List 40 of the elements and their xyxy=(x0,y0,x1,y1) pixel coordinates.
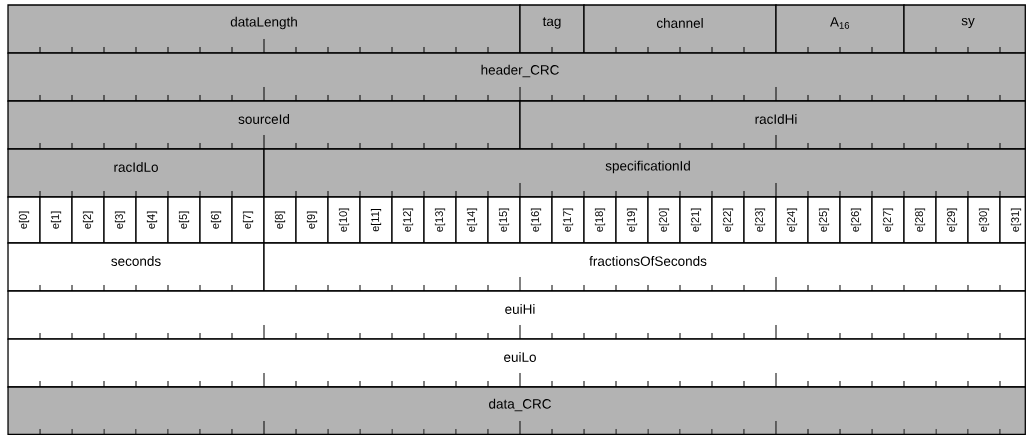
bit-cell: e[14] xyxy=(455,196,489,244)
bit-cell: e[16] xyxy=(519,196,553,244)
bit-cell: e[6] xyxy=(199,196,233,244)
bit-cell: e[11] xyxy=(359,196,393,244)
bit-cell: e[1] xyxy=(39,196,73,244)
field-cell: sourceId xyxy=(7,100,521,150)
bit-cell: e[29] xyxy=(935,196,969,244)
bit-cell: e[3] xyxy=(103,196,137,244)
bit-cell: e[23] xyxy=(743,196,777,244)
field-cell: racIdLo xyxy=(7,148,265,198)
bit-cell: e[26] xyxy=(839,196,873,244)
bit-cell: e[18] xyxy=(583,196,617,244)
bit-cell: e[5] xyxy=(167,196,201,244)
bit-cell: e[30] xyxy=(967,196,1001,244)
bit-cell: e[8] xyxy=(263,196,297,244)
bit-cell: e[31] xyxy=(999,196,1026,244)
bit-cell: e[12] xyxy=(391,196,425,244)
bit-cell: e[13] xyxy=(423,196,457,244)
bit-cell: e[25] xyxy=(807,196,841,244)
bit-cell: e[27] xyxy=(871,196,905,244)
bit-cell: e[28] xyxy=(903,196,937,244)
field-cell: sy xyxy=(903,4,1026,54)
bit-cell: e[21] xyxy=(679,196,713,244)
field-cell: racIdHi xyxy=(519,100,1026,150)
bit-cell: e[2] xyxy=(71,196,105,244)
bit-cell: e[24] xyxy=(775,196,809,244)
bit-cell: e[4] xyxy=(135,196,169,244)
field-cell: euiLo xyxy=(7,338,1026,388)
field-cell: data_CRC xyxy=(7,386,1026,435)
bit-cell: e[9] xyxy=(295,196,329,244)
bit-cell: e[20] xyxy=(647,196,681,244)
field-cell: A$_{16}$ xyxy=(775,4,905,54)
bit-cell: e[22] xyxy=(711,196,745,244)
bit-cell: e[7] xyxy=(231,196,265,244)
bit-cell: e[17] xyxy=(551,196,585,244)
bit-cell: e[10] xyxy=(327,196,361,244)
bit-cell: e[0] xyxy=(7,196,41,244)
bit-cell: e[19] xyxy=(615,196,649,244)
bit-cell: e[15] xyxy=(487,196,521,244)
field-cell: tag xyxy=(519,4,585,54)
